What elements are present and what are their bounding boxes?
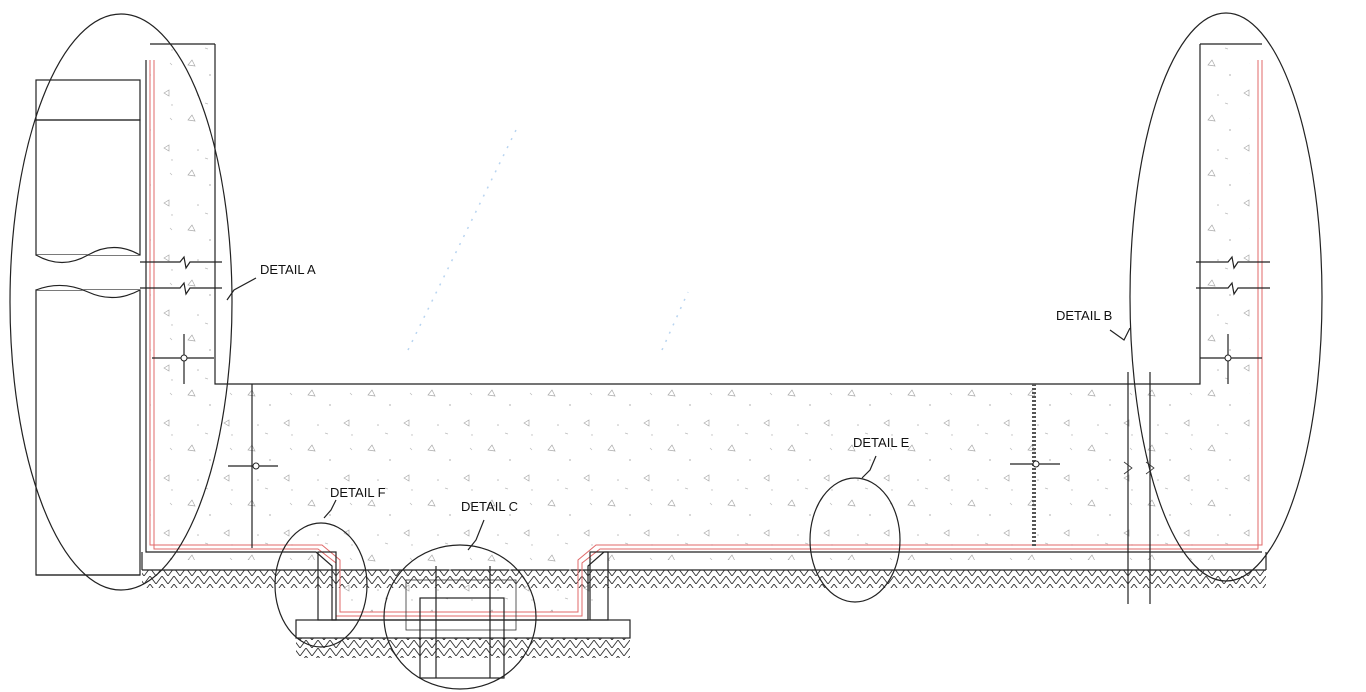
detail-circles <box>9 12 1323 690</box>
callout-detail-b: DETAIL B <box>1056 308 1112 323</box>
faint-marks <box>407 129 689 351</box>
detail-c-ellipse <box>383 544 537 690</box>
callout-detail-f: DETAIL F <box>330 485 386 500</box>
callout-detail-c: DETAIL C <box>461 499 518 514</box>
ground-soil <box>142 569 1266 658</box>
left-retaining-wall <box>35 79 141 576</box>
callout-detail-a: DETAIL A <box>260 262 316 277</box>
detail-e-ellipse <box>809 477 901 603</box>
joint-bars <box>152 334 1262 548</box>
detail-a-ellipse <box>9 13 233 591</box>
floor-drain <box>405 566 517 679</box>
callout-leaders <box>226 277 1131 551</box>
sump-pit-walls <box>317 551 609 621</box>
detail-b-ellipse <box>1129 12 1323 582</box>
callout-detail-e: DETAIL E <box>853 435 910 450</box>
detail-f-ellipse <box>274 522 368 648</box>
wall-break-marks <box>140 255 1270 296</box>
concrete-slab <box>141 43 1267 612</box>
